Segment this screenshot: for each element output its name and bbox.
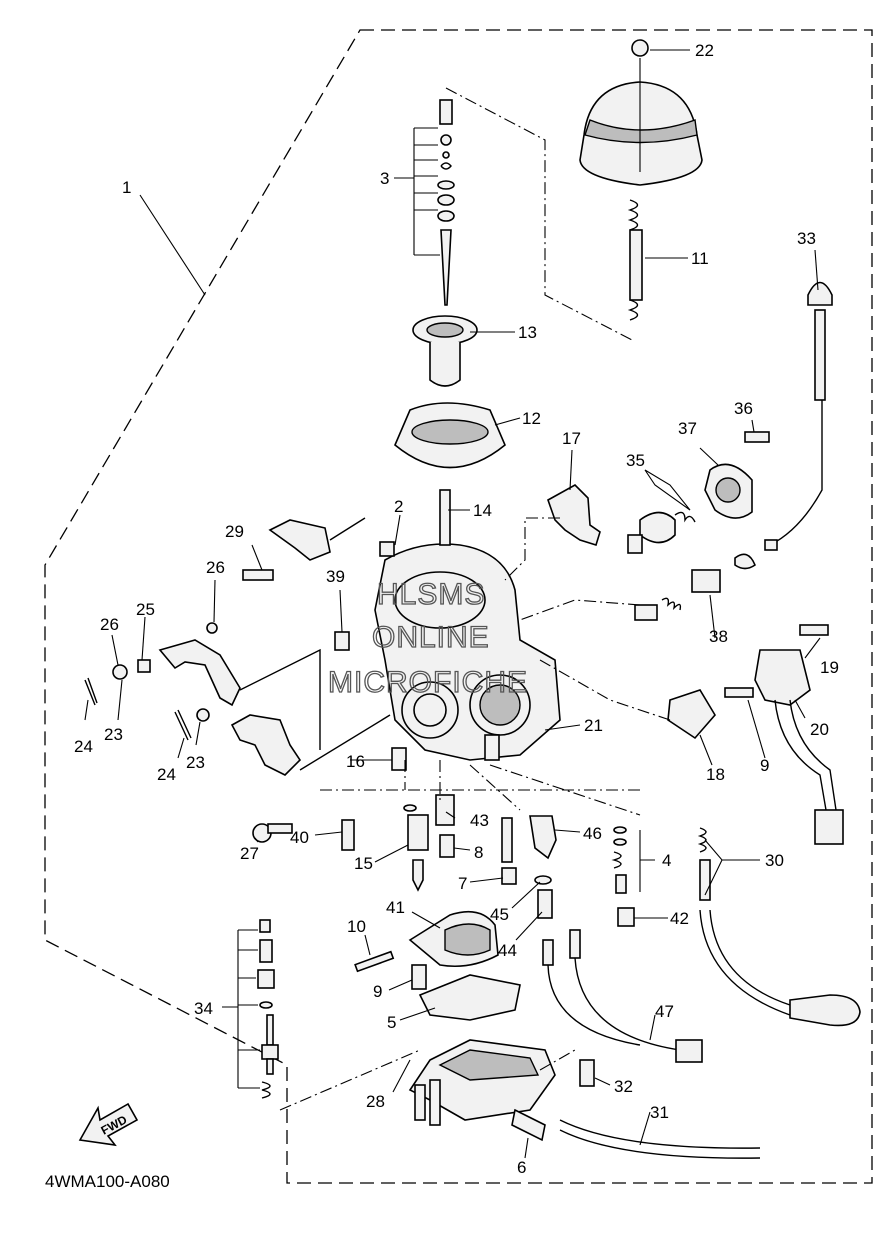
callout-25: 25 xyxy=(136,600,155,619)
part-jet-needle-set xyxy=(394,99,455,306)
callout-27: 27 xyxy=(240,844,259,863)
diagram-code: 4WMA100-A080 xyxy=(45,1172,170,1191)
callout-1: 1 xyxy=(122,178,131,197)
callout-9-right: 9 xyxy=(760,756,769,775)
part-screw-9 xyxy=(411,964,427,990)
callout-15: 15 xyxy=(354,854,373,873)
part-float-pin xyxy=(354,950,395,973)
callout-2: 2 xyxy=(394,497,403,516)
callout-4: 4 xyxy=(662,851,671,870)
callout-43: 43 xyxy=(470,811,489,830)
callout-23-mid: 23 xyxy=(186,753,205,772)
chain-needle-to-piston xyxy=(445,87,633,341)
part-throttle-shaft-lever xyxy=(230,714,391,776)
callout-18: 18 xyxy=(706,765,725,784)
part-throttle-stop-bracket xyxy=(242,517,366,581)
callout-5: 5 xyxy=(387,1013,396,1032)
callout-37: 37 xyxy=(678,419,697,438)
callout-38: 38 xyxy=(709,627,728,646)
callout-47: 47 xyxy=(655,1002,674,1021)
callout-31: 31 xyxy=(650,1103,669,1122)
part-starter-plunger-set xyxy=(222,919,421,1111)
part-accelerator-pump xyxy=(627,511,696,554)
part-pump-cover xyxy=(704,431,770,519)
callout-17: 17 xyxy=(562,429,581,448)
callout-33: 33 xyxy=(797,229,816,248)
watermark: HLSMS ONLINE MICROFICHE xyxy=(327,577,528,699)
part-top-cover xyxy=(579,39,703,186)
callout-39: 39 xyxy=(326,567,345,586)
part-pilot-screw-set xyxy=(611,826,635,927)
part-throttle-cable xyxy=(764,281,833,551)
chain-jets xyxy=(320,760,641,816)
callout-44: 44 xyxy=(498,941,517,960)
callout-26-left: 26 xyxy=(100,615,119,634)
part-diaphragm xyxy=(394,402,506,469)
chain-elbow xyxy=(504,517,560,581)
callout-16: 16 xyxy=(346,752,365,771)
callout-12: 12 xyxy=(522,409,541,428)
callout-8: 8 xyxy=(474,843,483,862)
callout-46: 46 xyxy=(583,824,602,843)
watermark-line-2: ONLINE xyxy=(372,621,490,654)
part-throttle-sensor xyxy=(724,624,844,845)
callout-34: 34 xyxy=(194,999,213,1018)
chain-sensor-plate xyxy=(539,659,671,721)
part-throttle-sensor-plate xyxy=(667,689,716,740)
callout-19: 19 xyxy=(820,658,839,677)
callout-9-left: 9 xyxy=(373,982,382,1001)
callout-6: 6 xyxy=(517,1158,526,1177)
callout-23-left: 23 xyxy=(104,725,123,744)
callout-21: 21 xyxy=(584,716,603,735)
callout-10: 10 xyxy=(347,917,366,936)
part-carburetor-body xyxy=(374,489,561,761)
callout-30: 30 xyxy=(765,851,784,870)
callout-11: 11 xyxy=(691,249,709,268)
callout-36: 36 xyxy=(734,399,753,418)
callout-45: 45 xyxy=(490,905,509,924)
part-piston-spring xyxy=(627,199,643,321)
watermark-line-1: HLSMS xyxy=(377,578,485,611)
callout-22: 22 xyxy=(695,41,714,60)
callout-42: 42 xyxy=(670,909,689,928)
callout-7: 7 xyxy=(458,874,467,893)
callout-24-left: 24 xyxy=(74,737,93,756)
callout-20: 20 xyxy=(810,720,829,739)
callout-3: 3 xyxy=(380,169,389,188)
part-plunger-set xyxy=(634,553,756,621)
chain-plunger xyxy=(519,599,641,621)
part-float-chamber xyxy=(408,1039,761,1159)
watermark-line-3: MICROFICHE xyxy=(328,666,528,699)
part-float xyxy=(408,910,499,968)
part-elbow-joint xyxy=(547,484,601,547)
callout-28: 28 xyxy=(366,1092,385,1111)
callout-26-upper: 26 xyxy=(206,558,225,577)
part-screw-39 xyxy=(334,631,350,651)
part-starter-cable xyxy=(697,827,861,1027)
part-jet-parts xyxy=(341,747,557,919)
part-piston-valve xyxy=(412,315,478,387)
callout-13: 13 xyxy=(518,323,537,342)
chain-float-chamber xyxy=(539,1049,576,1071)
forward-arrow-icon: FWD xyxy=(78,1102,139,1147)
callout-leaders xyxy=(84,49,821,1159)
callout-35: 35 xyxy=(626,451,645,470)
callout-32: 32 xyxy=(614,1077,633,1096)
callout-14: 14 xyxy=(473,501,492,520)
part-screw-27 xyxy=(252,823,293,843)
callout-40: 40 xyxy=(290,828,309,847)
part-gasket xyxy=(418,974,521,1021)
part-throttle-lever xyxy=(84,622,321,750)
callout-24-mid: 24 xyxy=(157,765,176,784)
callout-29: 29 xyxy=(225,522,244,541)
part-drain-hoses xyxy=(542,929,703,1063)
callout-41: 41 xyxy=(386,898,405,917)
assembly-boundary xyxy=(44,29,873,1184)
callout-labels: 1 2 3 4 5 6 7 8 9 9 10 11 12 13 14 15 16… xyxy=(74,41,839,1177)
